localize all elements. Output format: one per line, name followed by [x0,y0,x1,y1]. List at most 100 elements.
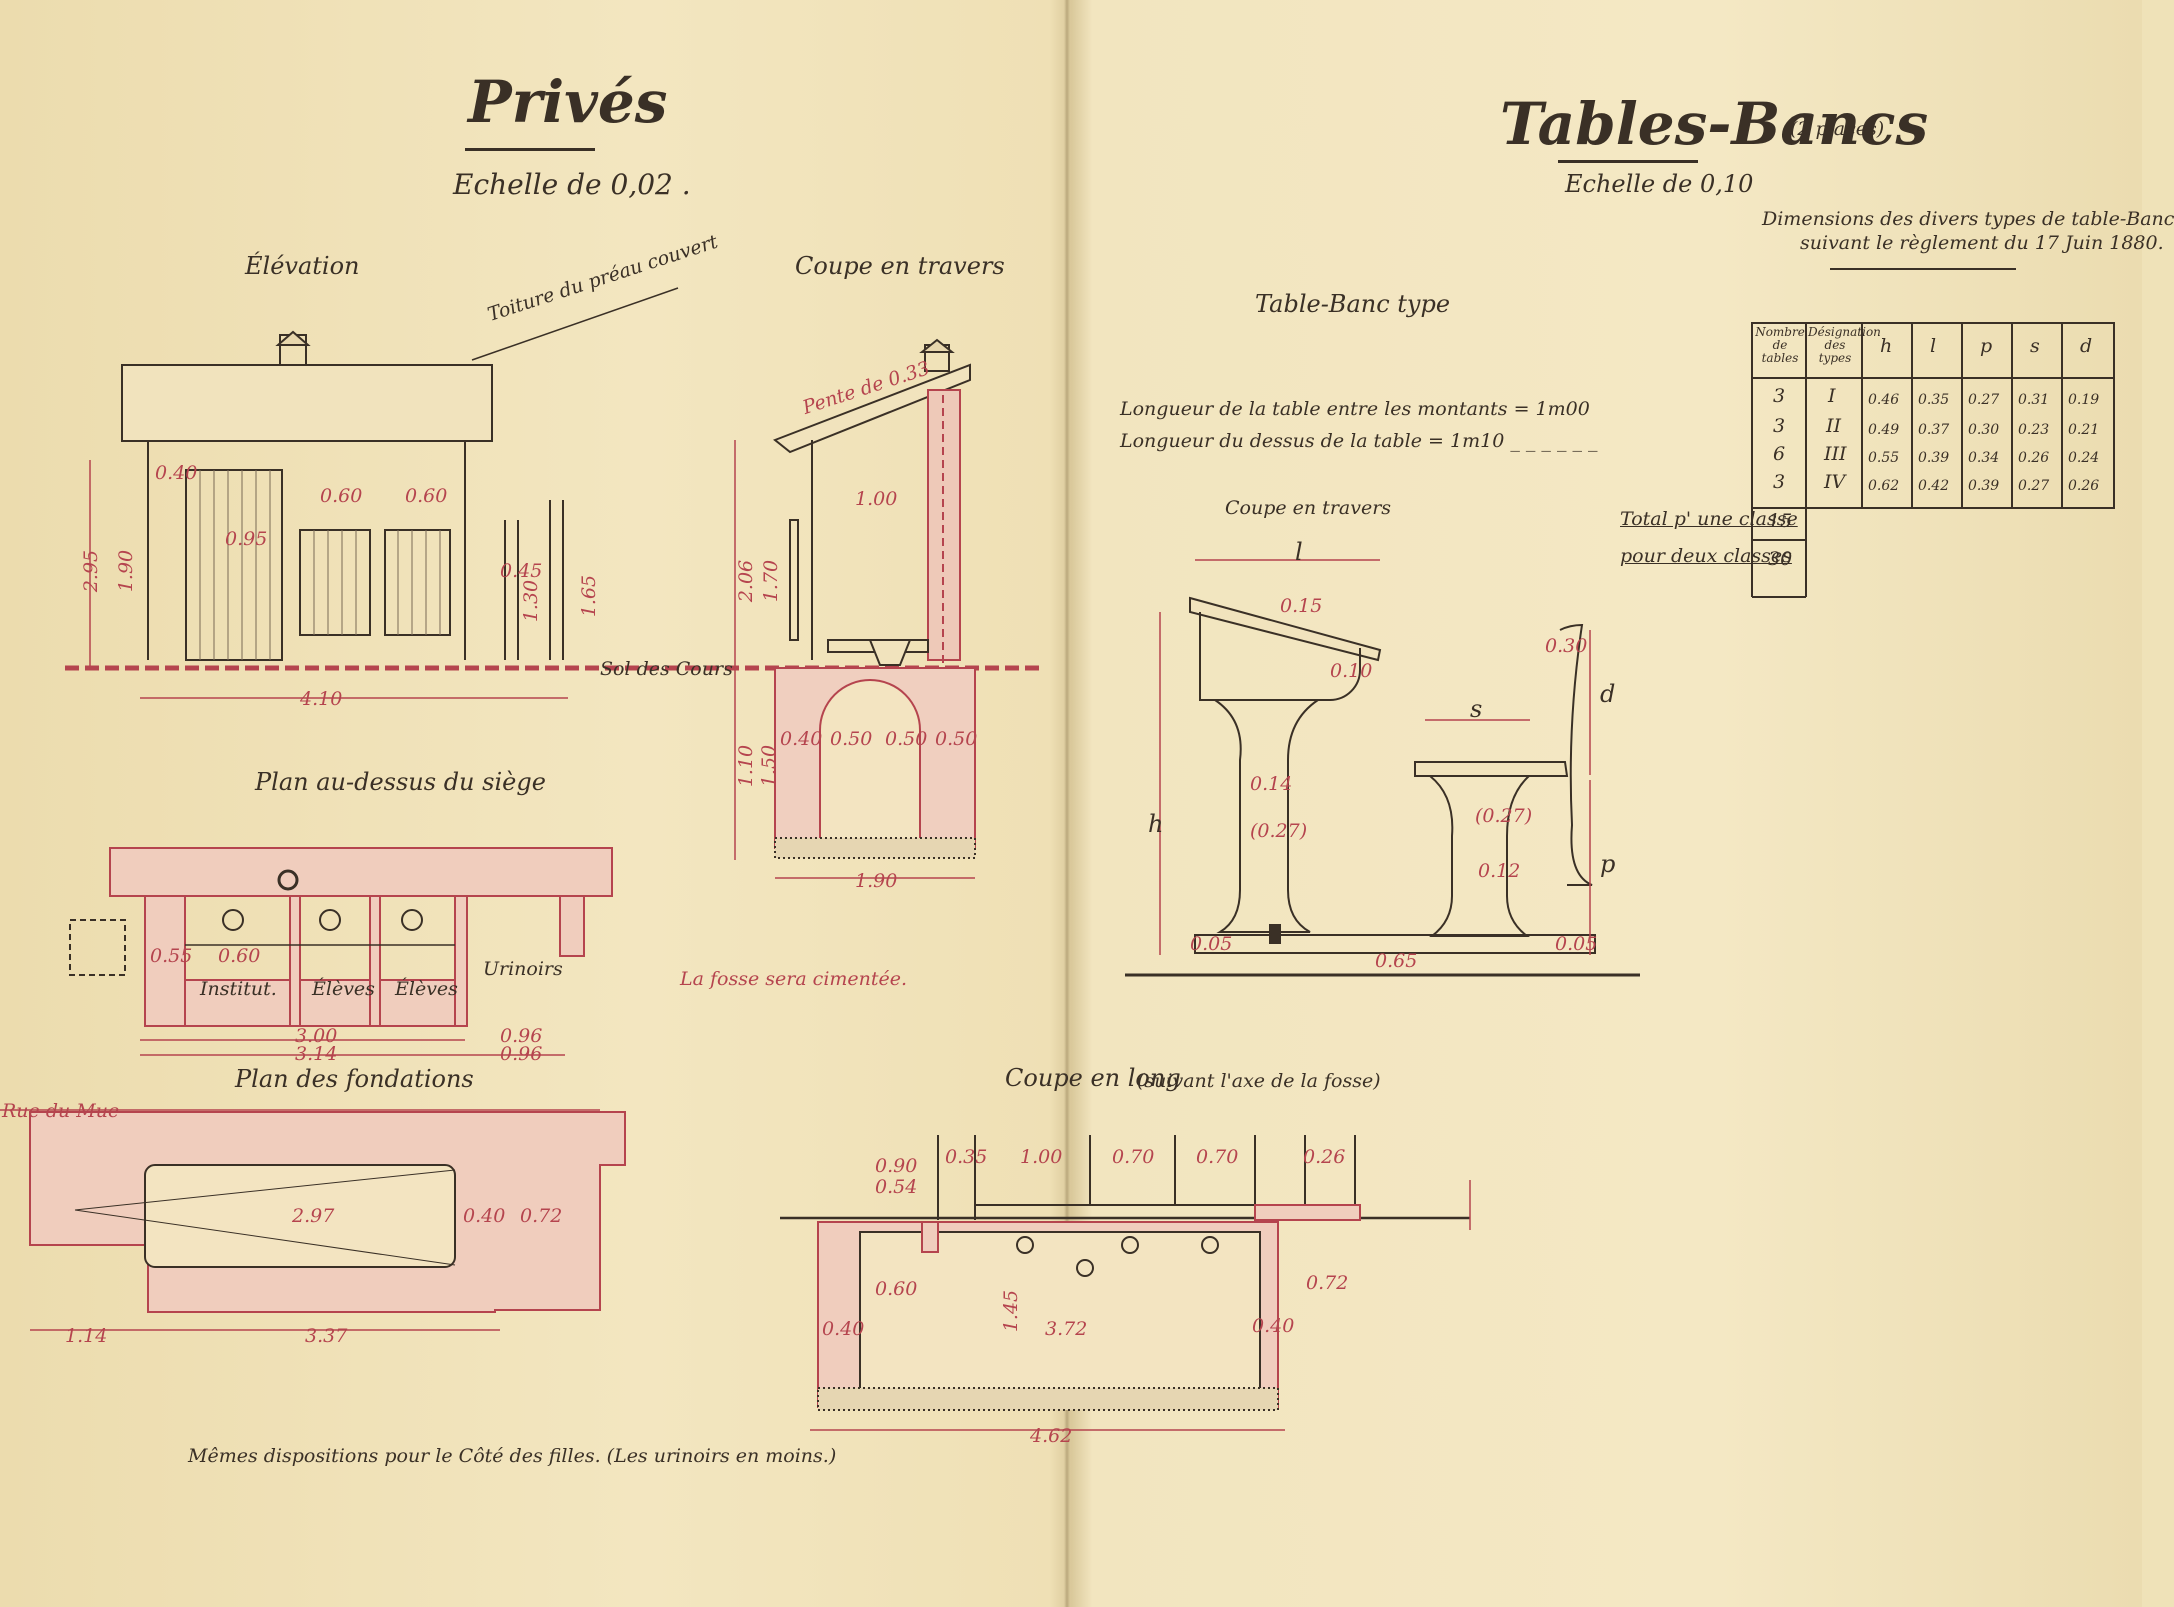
dim-050-b: 0.50 [885,728,928,750]
dim-190-section: 1.90 [855,870,898,892]
table-cell: 3 [1773,415,1786,437]
bench-dim-065: 0.65 [1375,950,1418,972]
letter-h: h [1148,810,1164,838]
long-dim-100: 1.00 [1020,1146,1063,1168]
bench-dim-027-a: (0.27) [1250,820,1308,842]
dim-096: 0.96 [500,1025,543,1047]
dim-314: 3.14 [295,1043,338,1065]
table-cell: 0.26 [2018,450,2050,466]
elevation-roof [121,364,493,442]
table-cell: II [1826,415,1842,437]
long-dim-070-a: 0.70 [1112,1146,1155,1168]
table-header-count: Nombre de tables [1755,325,1805,365]
long-dim-372: 3.72 [1045,1318,1088,1340]
paper-fold [1064,0,1070,1607]
table-benches-title-note: (2 places) [1790,118,1885,140]
bench-dim-014: 0.14 [1250,773,1293,795]
table-cell: 0.27 [2018,478,2050,494]
seat-plan-label: Plan au-dessus du siège [255,768,546,796]
dim-096-b: 0.96 [500,1043,543,1065]
long-dim-026: 0.26 [1303,1146,1346,1168]
foundation-plan [0,1109,626,1331]
street-label: Rue du Mue [2,1100,120,1122]
seat-plan [69,847,613,1056]
dim-050-c: 0.50 [935,728,978,750]
dim-040: 0.40 [155,462,198,484]
bench-dim-005-b: 0.05 [1555,933,1598,955]
dim-297: 2.97 [292,1205,335,1227]
dim-040-fond: 0.40 [463,1205,506,1227]
long-dim-054: 0.54 [875,1176,918,1198]
long-dim-072: 0.72 [1306,1272,1349,1294]
long-section-label: Coupe en long [1005,1064,1181,1092]
ground-label: Sol des Cours [600,658,733,680]
table-cell: 0.27 [1968,392,2000,408]
table-header-h: h [1880,335,1893,357]
table-cell: 0.31 [2018,392,2050,408]
table-cell: I [1828,385,1836,407]
bench-dim-030: 0.30 [1545,635,1588,657]
total-class-value: 15 [1768,510,1793,532]
elevation-label: Élévation [245,252,360,280]
dim-295: 2.95 [80,549,103,593]
dimensions-table-grid [1751,322,2115,598]
title-underline [465,148,595,151]
table-cell: 3 [1773,471,1786,493]
table-cell: 0.62 [1868,478,1900,494]
table-cell: 0.39 [1968,478,2000,494]
length-note-1: Longueur de la table entre les montants … [1120,398,1590,420]
table-cell: 0.19 [2068,392,2100,408]
privy-section-label: Coupe en travers [795,252,1005,280]
long-dim-070-b: 0.70 [1196,1146,1239,1168]
total-class-label: Total p' une classe [1620,508,1798,530]
table-header-s: s [2030,335,2040,357]
bench-dim-027-b: (0.27) [1475,805,1533,827]
dim-337: 3.37 [305,1325,348,1347]
table-cell: 0.49 [1868,422,1900,438]
long-dim-040-b: 0.40 [1252,1315,1295,1337]
dim-045: 0.45 [500,560,543,582]
table-cell: III [1824,443,1847,465]
long-dim-145: 1.45 [1000,1289,1023,1333]
table-cell: 0.39 [1918,450,1950,466]
seat-label-1: Institut. [200,978,277,1000]
dim-060-seat: 0.60 [218,945,261,967]
privies-scale: Echelle de 0,02 . [453,168,691,201]
dim-300: 3.00 [295,1025,338,1047]
table-cell: 0.46 [1868,392,1900,408]
table-cell: 0.34 [1968,450,2000,466]
seat-label-3: Élèves [395,978,458,1000]
long-dim-462: 4.62 [1030,1425,1073,1447]
table-cell: 6 [1773,443,1786,465]
letter-l: l [1295,538,1303,566]
table-benches-scale: Echelle de 0,10 [1565,170,1754,198]
bench-dim-005-a: 0.05 [1190,933,1233,955]
dim-055: 0.55 [150,945,193,967]
table-cell: 3 [1773,385,1786,407]
length-note-2: Longueur du dessus de la table = 1m10 _ … [1120,430,1598,452]
dim-072: 0.72 [520,1205,563,1227]
letter-p: p [1600,850,1616,878]
right-title-underline [1558,160,1698,163]
table-bench-section [1125,559,1640,977]
table-cell: 0.35 [1918,392,1950,408]
long-section-note: (suivant l'axe de la fosse) [1137,1070,1381,1092]
long-section [780,1135,1471,1431]
dim-110: 1.10 [735,744,758,788]
table-cell: 0.30 [1968,422,2000,438]
foundation-plan-label: Plan des fondations [235,1065,474,1093]
bench-dim-015: 0.15 [1280,595,1323,617]
table-cell: IV [1824,471,1846,493]
table-cell: 0.24 [2068,450,2100,466]
table-header-p: p [1980,335,1993,357]
dim-095: 0.95 [225,528,268,550]
dim-060-b: 0.60 [405,485,448,507]
cesspit-note: La fosse sera cimentée. [680,968,908,990]
dim-150: 1.50 [758,744,781,788]
table-benches-title: Tables-Bancs [1500,90,1929,158]
table-cell: 0.37 [1918,422,1950,438]
long-dim-035: 0.35 [945,1146,988,1168]
bench-section-label: Coupe en travers [1225,497,1392,519]
table-header-d: d [2080,335,2093,357]
